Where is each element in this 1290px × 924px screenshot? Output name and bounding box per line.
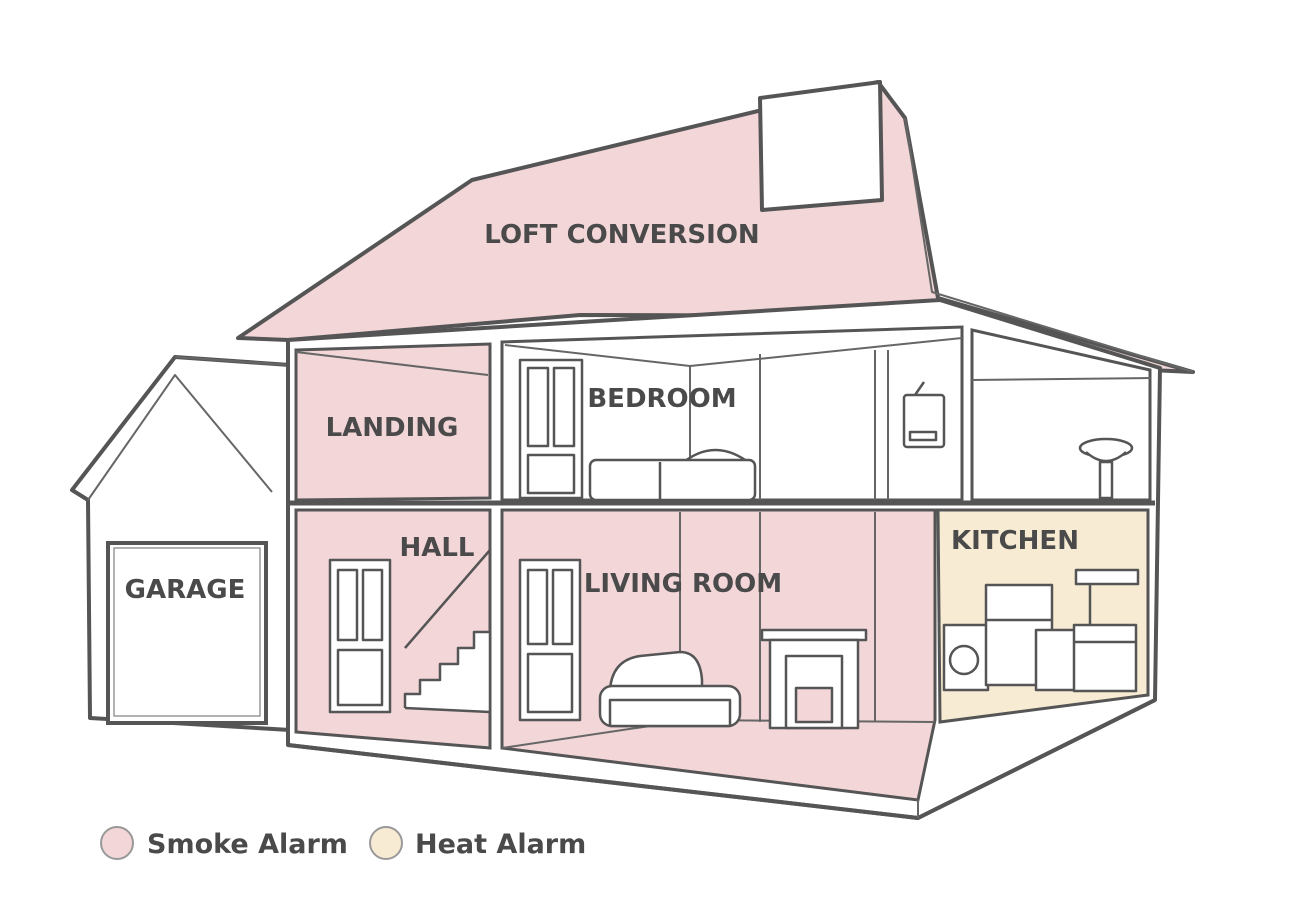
chimney [758, 80, 884, 212]
room-label-kitchen: KITCHEN [951, 526, 1079, 556]
room-label-hall: HALL [399, 533, 474, 563]
room-label-bedroom: BEDROOM [587, 384, 736, 414]
hall-door [328, 558, 392, 714]
room-label-loft: LOFT CONVERSION [484, 220, 759, 250]
room-label-living-room: LIVING ROOM [584, 569, 782, 599]
sink [1078, 437, 1134, 500]
legend-heat-label: Heat Alarm [415, 829, 586, 860]
bed [588, 448, 757, 502]
room-labels: LOFT CONVERSION LANDING BEDROOM HALL LIV… [125, 220, 1079, 605]
bedroom-door [518, 358, 584, 500]
kitchen-appliances [942, 568, 1140, 693]
roof [236, 80, 1195, 374]
staircase [403, 549, 492, 714]
furniture [328, 358, 1140, 730]
fireplace [760, 628, 868, 730]
bedroom-room [500, 325, 964, 502]
sofa [598, 650, 742, 728]
legend-smoke-swatch [100, 826, 134, 860]
room-label-landing: LANDING [326, 413, 459, 443]
legend-heat-swatch [369, 826, 403, 860]
legend-smoke-label: Smoke Alarm [147, 829, 348, 860]
garage [70, 355, 292, 732]
room-label-garage: GARAGE [125, 575, 246, 605]
legend: Smoke Alarm Heat Alarm [100, 826, 586, 860]
garage-door [106, 541, 268, 725]
landing-room [294, 342, 492, 502]
living-room-door [518, 558, 582, 722]
boiler [902, 381, 946, 449]
